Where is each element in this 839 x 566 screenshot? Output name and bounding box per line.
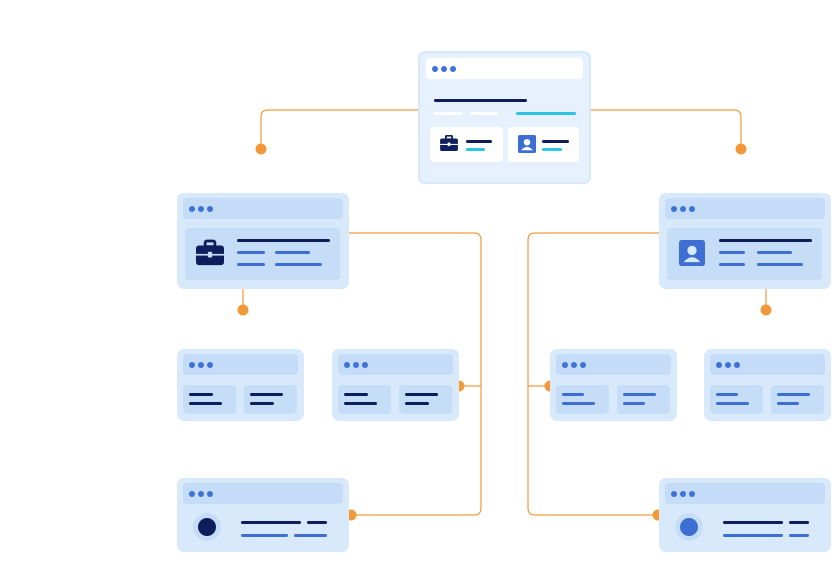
- content-panel: [556, 385, 609, 414]
- text-line: [542, 140, 569, 143]
- window-dots: [189, 362, 213, 368]
- text-line: [275, 263, 322, 266]
- text-line: [344, 402, 377, 405]
- window-dots: [344, 362, 368, 368]
- text-line: [189, 393, 213, 396]
- text-line: [723, 521, 783, 524]
- right-small-card-1: [550, 349, 677, 421]
- text-line: [723, 534, 783, 537]
- connector-node: [237, 304, 249, 316]
- content-panel: [617, 385, 670, 414]
- text-line: [716, 393, 738, 396]
- content-panel: [244, 385, 297, 414]
- text-line: [623, 402, 645, 405]
- text-line: [294, 534, 327, 537]
- window-dots: [562, 362, 586, 368]
- content-panel: [710, 385, 763, 414]
- title-line: [719, 239, 812, 242]
- title-line: [237, 239, 330, 242]
- window-title-bar: [426, 58, 583, 79]
- text-line: [623, 393, 656, 396]
- window-title-bar: [665, 198, 825, 219]
- text-line: [434, 112, 462, 115]
- user-card: [659, 193, 831, 289]
- connector-root-right: [590, 109, 742, 149]
- left-small-card-1: [177, 349, 304, 421]
- text-line: [275, 251, 310, 254]
- text-line: [719, 251, 745, 254]
- content-panel: [771, 385, 824, 414]
- right-profile-card: [659, 478, 831, 552]
- text-line: [470, 112, 498, 115]
- content-panel: [183, 385, 236, 414]
- user-portrait-icon: [679, 240, 705, 266]
- text-line: [562, 402, 595, 405]
- avatar-circle-icon: [675, 513, 703, 541]
- text-line: [405, 393, 438, 396]
- connector-node: [760, 304, 772, 316]
- window-dots: [671, 206, 695, 212]
- left-small-card-2: [332, 349, 459, 421]
- title-line: [434, 99, 527, 102]
- briefcase-card: [177, 193, 349, 289]
- text-line: [777, 402, 799, 405]
- window-title-bar: [183, 354, 298, 375]
- content-panel: [399, 385, 452, 414]
- text-line: [250, 402, 274, 405]
- text-line: [777, 393, 810, 396]
- connector-right-node-branch: [527, 232, 659, 516]
- briefcase-icon: [196, 239, 224, 266]
- user-tile: [508, 127, 579, 162]
- content-panel: [338, 385, 391, 414]
- briefcase-tile: [430, 127, 503, 162]
- window-dots: [189, 206, 213, 212]
- text-line: [789, 534, 809, 537]
- highlight-line: [516, 112, 576, 115]
- right-small-card-2: [704, 349, 831, 421]
- window-dots: [432, 66, 456, 72]
- text-line: [237, 263, 265, 266]
- window-title-bar: [183, 483, 343, 504]
- window-title-bar: [665, 483, 825, 504]
- window-title-bar: [338, 354, 453, 375]
- text-line: [542, 148, 562, 151]
- root-card: [418, 51, 591, 184]
- text-line: [189, 402, 222, 405]
- user-portrait-icon: [518, 135, 536, 153]
- text-line: [466, 148, 485, 151]
- avatar-circle-icon: [193, 513, 221, 541]
- connector-node: [735, 143, 747, 155]
- text-line: [757, 263, 803, 266]
- connector-root-left: [260, 109, 418, 149]
- text-line: [466, 140, 492, 143]
- text-line: [241, 521, 301, 524]
- window-dots: [716, 362, 740, 368]
- text-line: [757, 251, 792, 254]
- text-line: [237, 251, 265, 254]
- window-title-bar: [710, 354, 825, 375]
- window-dots: [189, 491, 213, 497]
- window-title-bar: [556, 354, 671, 375]
- text-line: [250, 393, 283, 396]
- text-line: [716, 402, 749, 405]
- text-line: [241, 534, 288, 537]
- text-line: [405, 402, 429, 405]
- window-title-bar: [183, 198, 343, 219]
- text-line: [307, 521, 327, 524]
- content-panel: [667, 228, 822, 280]
- connector-left-node-branch: [349, 232, 482, 516]
- briefcase-icon: [440, 135, 458, 151]
- text-line: [789, 521, 809, 524]
- text-line: [562, 393, 584, 396]
- text-line: [344, 393, 368, 396]
- text-line: [719, 263, 745, 266]
- window-dots: [671, 491, 695, 497]
- left-profile-card: [177, 478, 349, 552]
- content-panel: [185, 228, 340, 280]
- connector-node: [255, 143, 267, 155]
